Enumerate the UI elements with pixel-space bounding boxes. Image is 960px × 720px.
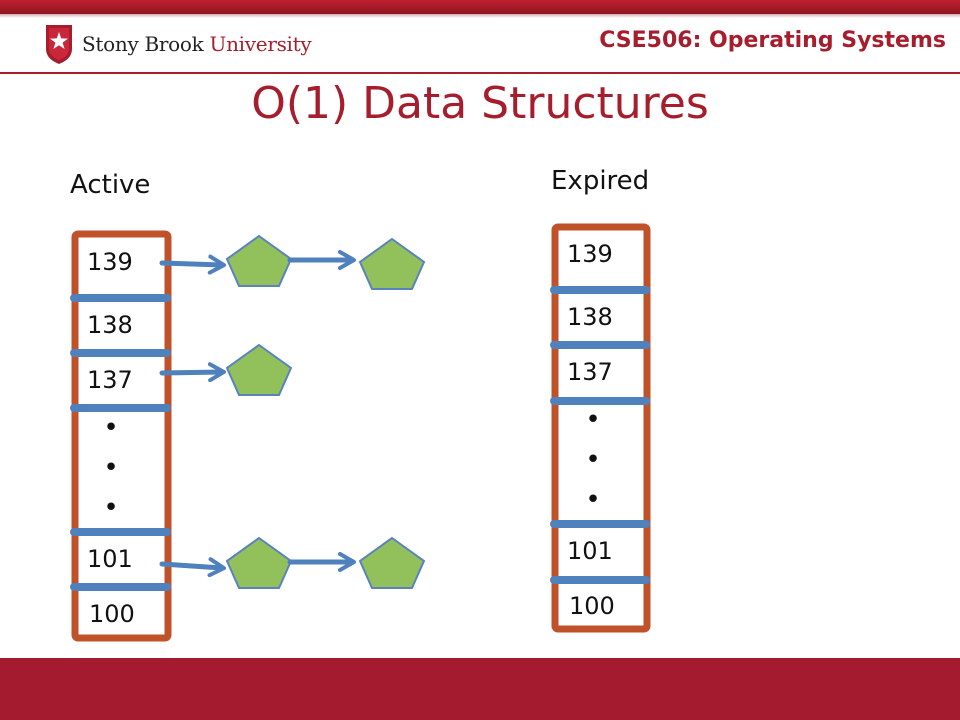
active-slot-138: 138 [87,311,133,339]
expired-slot-100: 100 [569,592,615,620]
active-dot: • [103,493,118,523]
stony-brook-star-shield-icon [46,25,72,64]
pointer-arrow [159,557,226,578]
top-bar-shadow [0,14,960,18]
top-bar [0,0,960,14]
queue-101 [159,536,426,589]
university-name: Stony Brook University [82,32,312,56]
expired-slot-101: 101 [567,537,613,565]
active-array-border [71,230,172,642]
task-node [225,343,293,396]
university-name-part2: University [209,32,312,56]
task-node [225,234,293,287]
queue-137 [159,343,293,396]
active-label: Active [70,170,151,200]
expired-array-border [551,223,651,633]
expired-slot-138: 138 [567,303,613,331]
expired-dot: • [585,485,600,515]
task-node [358,536,426,589]
task-node [358,237,426,290]
expired-slot-139: 139 [567,240,613,268]
expired-array: 139 138 137 • • • 101 100 [550,223,651,633]
active-dot: • [103,453,118,483]
active-slot-139: 139 [87,248,133,276]
expired-dot: • [585,445,600,475]
active-slot-100: 100 [89,600,135,628]
expired-slot-137: 137 [567,358,613,386]
active-dot: • [103,413,118,443]
header-rule [0,72,960,74]
expired-dot: • [585,405,600,435]
course-title: CSE506: Operating Systems [599,28,946,53]
expired-label: Expired [551,166,650,196]
active-slot-137: 137 [87,366,133,394]
active-slot-101: 101 [87,545,133,573]
task-node [225,536,293,589]
university-logo: Stony Brook University [44,22,312,66]
university-name-part1: Stony Brook [82,32,204,56]
pointer-arrow [159,362,226,383]
active-array: 139 138 137 • • • 101 100 [70,230,172,642]
queue-139 [159,234,426,290]
slide-title: O(1) Data Structures [251,78,709,129]
footer-bar [0,658,960,720]
pointer-arrow [159,254,226,275]
